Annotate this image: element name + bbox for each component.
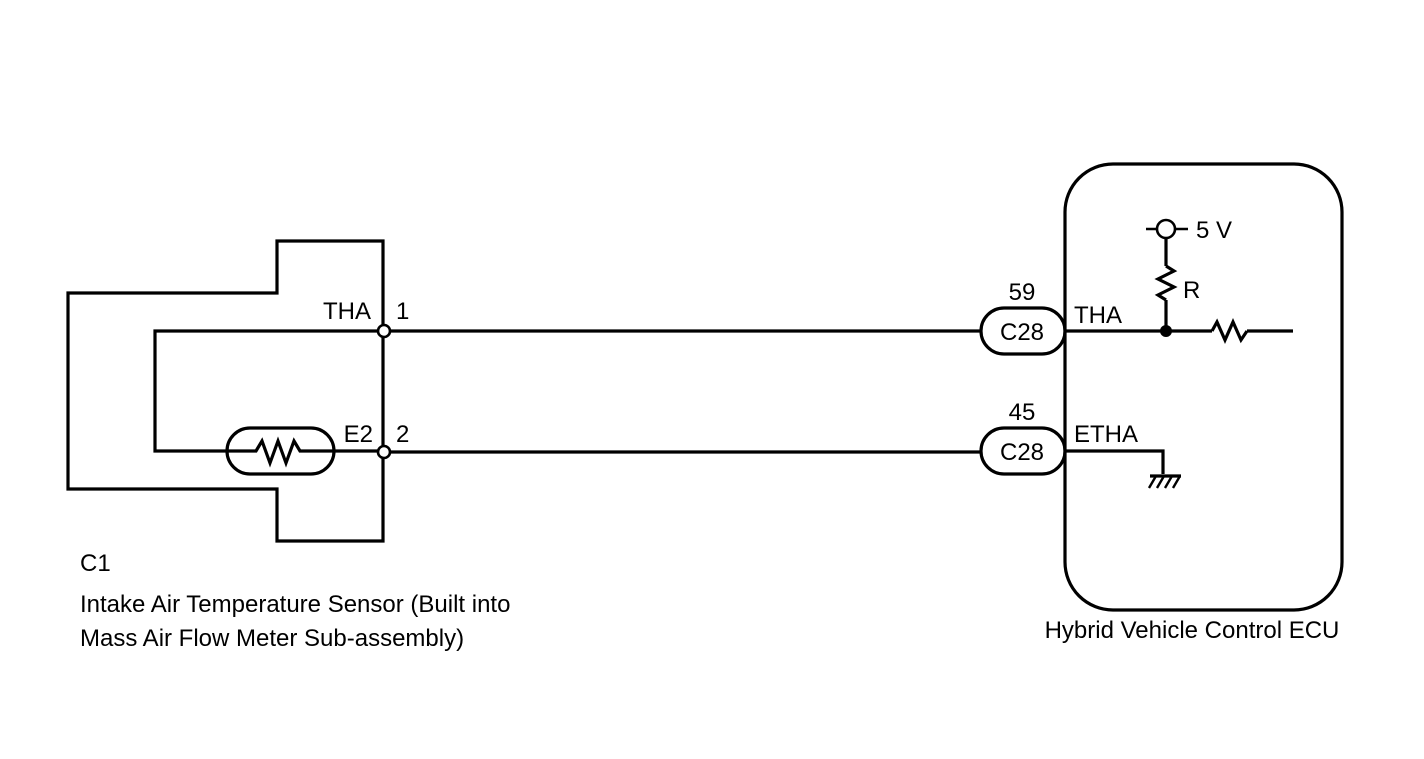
sensor-pin-2-signal: E2 xyxy=(344,421,373,448)
sensor-pin-1-signal: THA xyxy=(323,298,371,325)
sensor-connector-code: C1 xyxy=(80,550,111,577)
sensor-housing-outline xyxy=(66,239,385,543)
ecu-connector-pin-45-code: C28 xyxy=(1000,439,1044,466)
pin-1-terminal xyxy=(376,323,392,339)
supply-voltage-label: 5 V xyxy=(1196,217,1232,244)
ecu-series-resistor-icon xyxy=(1210,318,1249,344)
sensor-pin-2-number: 2 xyxy=(396,421,409,448)
ecu-connector-pin-45-number: 45 xyxy=(1009,399,1036,426)
supply-terminal-icon xyxy=(1155,218,1177,240)
sensor-name-line2: Mass Air Flow Meter Sub-assembly) xyxy=(80,625,464,652)
ground-icon xyxy=(1147,475,1182,489)
ecu-box xyxy=(1063,162,1344,612)
ecu-signal-tha: THA xyxy=(1074,302,1122,329)
pin-2-terminal xyxy=(376,444,392,460)
ecu-junction-dot xyxy=(1160,325,1172,337)
thermistor-resistor-icon xyxy=(228,436,333,468)
pullup-resistor-icon xyxy=(1154,264,1178,302)
ecu-internal-etha-wire xyxy=(1065,449,1165,474)
sensor-internal-wire xyxy=(153,329,383,453)
pullup-resistor-label: R xyxy=(1183,277,1200,304)
ecu-name: Hybrid Vehicle Control ECU xyxy=(1045,617,1340,644)
ecu-signal-etha: ETHA xyxy=(1074,421,1138,448)
thermistor-capsule xyxy=(225,426,336,476)
ecu-connector-pin-59-number: 59 xyxy=(1009,279,1036,306)
sensor-name-line1: Intake Air Temperature Sensor (Built int… xyxy=(80,591,510,618)
sensor-pin-1-number: 1 xyxy=(396,298,409,325)
ecu-connector-pin-59-code: C28 xyxy=(1000,319,1044,346)
